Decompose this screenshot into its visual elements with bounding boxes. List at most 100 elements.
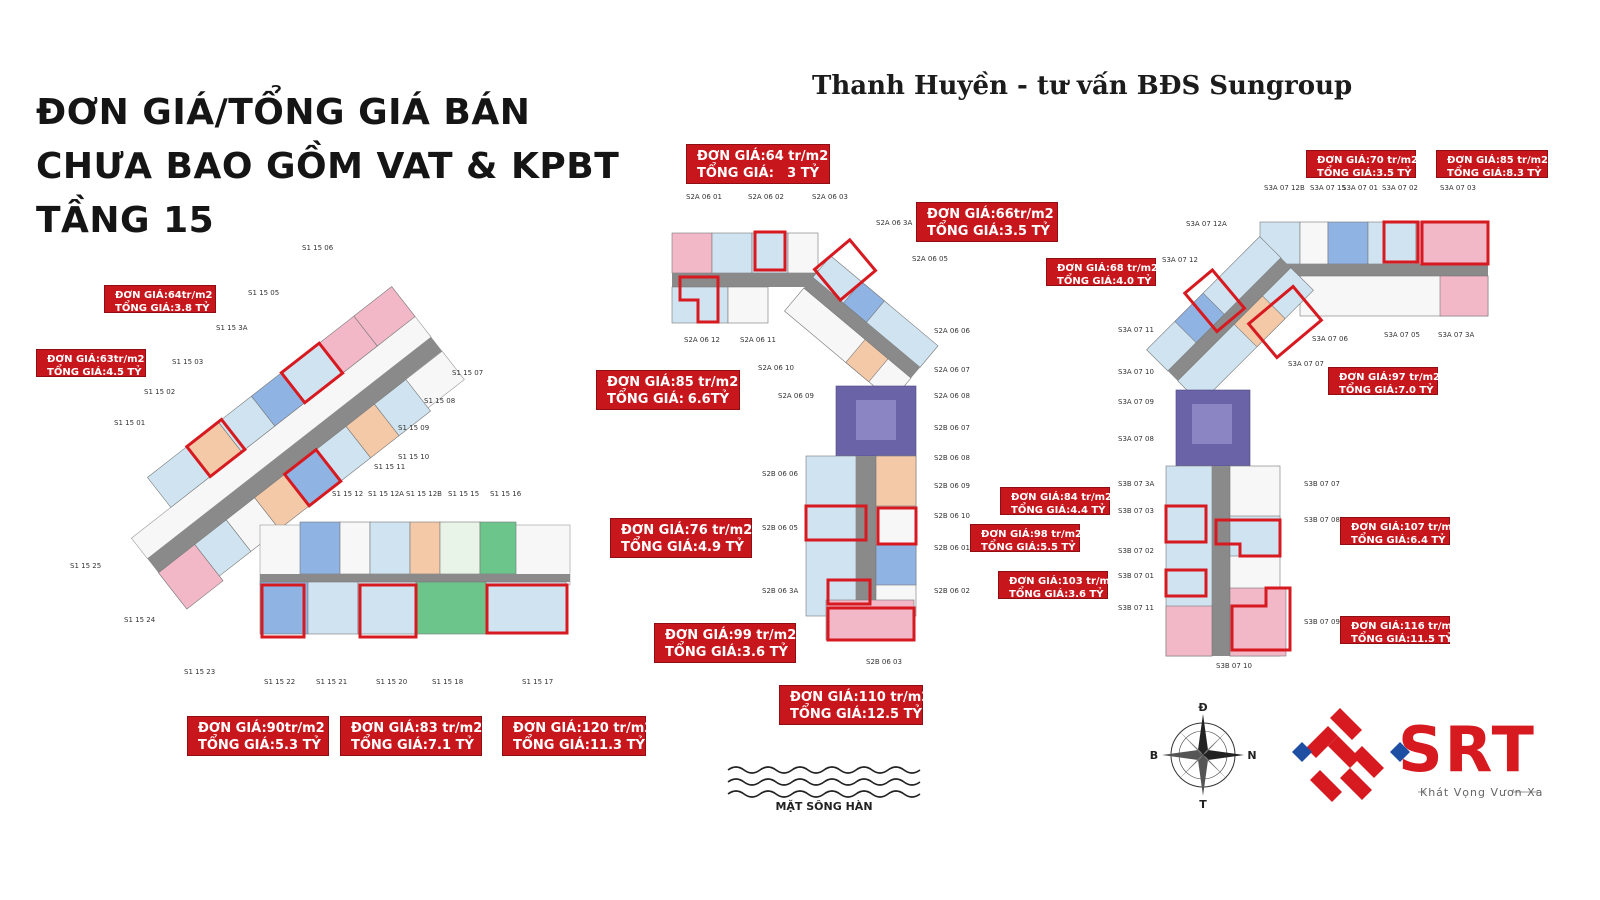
unit-price-value: 83 tr/m2 (419, 721, 483, 736)
unit-price-label: ĐƠN GIÁ: (1317, 155, 1370, 166)
unit-price-row: ĐƠN GIÁ:63tr/m2 (47, 353, 145, 366)
unit-code-label: S1 15 25 (70, 562, 101, 570)
logo-tagline: Khát Vọng Vươn Xa (1420, 786, 1544, 799)
unit-code-label: S1 15 12B (406, 490, 442, 498)
unit-code-label: S3A 07 15 (1310, 184, 1346, 192)
total-price-label: TỔNG GIÁ: (607, 392, 685, 407)
unit-code-label: S2A 06 3A (876, 219, 912, 227)
unit-price-value: 97 tr/m2 (1391, 372, 1440, 383)
total-price-value: 3.5 TỶ (1376, 168, 1412, 179)
unit-price-value: 68 tr/m2 (1109, 263, 1158, 274)
unit-code-label: S2B 06 10 (934, 512, 970, 520)
total-price-value: 8.3 TỶ (1506, 168, 1542, 179)
unit-code-label: S1 15 02 (144, 388, 175, 396)
unit-price-row: ĐƠN GIÁ:64tr/m2 (115, 289, 213, 302)
unit-code-label: S2A 06 12 (684, 336, 720, 344)
unit-code-label: S3B 07 03 (1118, 507, 1154, 515)
credit-text: Thanh Huyền - tư vấn BĐS Sungroup (812, 71, 1353, 101)
total-price-row: TỔNG GIÁ:7.1 TỶ (351, 737, 474, 754)
unit-price-label: ĐƠN GIÁ: (198, 721, 267, 736)
total-price-label: TỔNG GIÁ: (1351, 535, 1411, 546)
page-title: ĐƠN GIÁ/TỔNG GIÁ BÁN CHƯA BAO GỒM VAT & … (36, 86, 619, 248)
total-price-label: TỔNG GIÁ: (1011, 505, 1071, 516)
unit-code-label: S1 15 07 (452, 369, 483, 377)
total-price-label: TỔNG GIÁ: (198, 738, 276, 753)
total-price-row: TỔNG GIÁ:5.3 TỶ (198, 737, 321, 754)
total-price-row: TỔNG GIÁ:3 TỶ (697, 165, 819, 182)
total-price-label: TỔNG GIÁ: (1317, 168, 1377, 179)
unit-code-label: S3A 07 06 (1312, 335, 1348, 343)
total-price-value: 4.4 TỶ (1070, 505, 1106, 516)
unit-price-value: 76 tr/m2 (689, 523, 753, 538)
total-price-label: TỔNG GIÁ: (1339, 385, 1399, 396)
unit-code-label: S3B 07 3A (1118, 480, 1155, 488)
building-s3-plan (1146, 220, 1490, 657)
total-price-row: TỔNG GIÁ:5.5 TỶ (981, 541, 1076, 554)
unit-price-label: ĐƠN GIÁ: (1009, 576, 1062, 587)
total-price-label: TỔNG GIÁ: (351, 738, 429, 753)
unit-code-label: S1 15 20 (376, 678, 407, 686)
unit-code-label: S3A 07 03 (1440, 184, 1476, 192)
unit-price-label: ĐƠN GIÁ: (697, 149, 766, 164)
unit-price-row: ĐƠN GIÁ:110 tr/m2 (790, 689, 930, 706)
unit-price-label: ĐƠN GIÁ: (1447, 155, 1500, 166)
unit-code-label: S2A 06 11 (740, 336, 776, 344)
unit-price-value: 64 tr/m2 (765, 149, 829, 164)
unit-price-row: ĐƠN GIÁ:120 tr/m2 (513, 720, 653, 737)
total-price-label: TỔNG GIÁ: (621, 540, 699, 555)
unit-price-value: 84 tr/m2 (1063, 492, 1112, 503)
unit-price-value: 85 tr/m2 (1499, 155, 1548, 166)
total-price-row: TỔNG GIÁ:4.5 TỶ (47, 366, 142, 379)
compass-north-label: Đ (1198, 701, 1207, 714)
total-price-label: TỔNG GIÁ: (1057, 276, 1117, 287)
total-price-value: 3.6 TỶ (742, 645, 788, 660)
total-price-label: TỔNG GIÁ: (513, 738, 591, 753)
unit-code-label: S3A 07 12B (1264, 184, 1305, 192)
unit-code-label: S1 15 12 (332, 490, 363, 498)
unit-code-label: S3B 07 08 (1304, 516, 1340, 524)
unit-price-label: ĐƠN GIÁ: (1339, 372, 1392, 383)
total-price-label: TỔNG GIÁ: (1351, 634, 1411, 645)
unit-price-row: ĐƠN GIÁ:70 tr/m2 (1317, 154, 1418, 167)
unit-price-row: ĐƠN GIÁ:90tr/m2 (198, 720, 325, 737)
unit-code-label: S1 15 21 (316, 678, 347, 686)
unit-code-label: S2A 06 02 (748, 193, 784, 201)
unit-price-value: 98 tr/m2 (1033, 529, 1082, 540)
total-price-row: TỔNG GIÁ:3.5 TỶ (1317, 167, 1412, 180)
unit-code-label: S1 15 15 (448, 490, 479, 498)
unit-code-label: S3A 07 12 (1162, 256, 1198, 264)
unit-price-label: ĐƠN GIÁ: (351, 721, 420, 736)
total-price-label: TỔNG GIÁ: (981, 542, 1041, 553)
total-price-value: 12.5 TỶ (867, 707, 922, 722)
unit-price-row: ĐƠN GIÁ:84 tr/m2 (1011, 491, 1112, 504)
unit-code-label: S3B 07 11 (1118, 604, 1154, 612)
unit-code-label: S2B 06 01 (934, 544, 970, 552)
total-price-value: 7.1 TỶ (428, 738, 474, 753)
total-price-value: 6.4 TỶ (1410, 535, 1446, 546)
unit-code-label: S2B 06 05 (762, 524, 798, 532)
unit-code-label: S2B 06 09 (934, 482, 970, 490)
unit-code-label: S2A 06 08 (934, 392, 970, 400)
unit-price-label: ĐƠN GIÁ: (1351, 522, 1404, 533)
unit-price-row: ĐƠN GIÁ:83 tr/m2 (351, 720, 482, 737)
total-price-value: 5.5 TỶ (1040, 542, 1076, 553)
unit-code-label: S3B 07 01 (1118, 572, 1154, 580)
unit-code-label: S2B 06 03 (866, 658, 902, 666)
unit-price-label: ĐƠN GIÁ: (115, 290, 168, 301)
unit-price-row: ĐƠN GIÁ:66tr/m2 (927, 206, 1054, 223)
total-price-row: TỔNG GIÁ:6.6TỶ (607, 391, 729, 408)
unit-code-label: S3A 07 05 (1384, 331, 1420, 339)
unit-code-label: S2B 06 08 (934, 454, 970, 462)
unit-code-label: S1 15 3A (216, 324, 248, 332)
unit-price-value: 99 tr/m2 (733, 628, 797, 643)
unit-code-label: S3B 07 07 (1304, 480, 1340, 488)
unit-code-label: S3A 07 12A (1186, 220, 1227, 228)
